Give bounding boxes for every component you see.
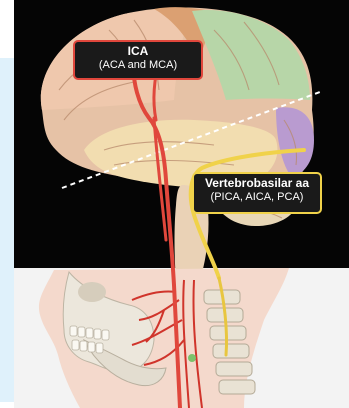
vertebrobasilar-label-title: Vertebrobasilar aa — [194, 177, 320, 191]
vertebrobasilar-label-subtitle: (PICA, AICA, PCA) — [194, 191, 320, 204]
ica-label-subtitle: (ACA and MCA) — [75, 59, 201, 72]
vertebrobasilar-label: Vertebrobasilar aa (PICA, AICA, PCA) — [192, 172, 322, 214]
carotid-bifurcation-marker — [188, 354, 196, 362]
ica-label-title: ICA — [75, 45, 201, 59]
head-and-neck — [39, 268, 289, 408]
ica-label: ICA (ACA and MCA) — [73, 40, 203, 80]
orbit — [78, 282, 106, 302]
